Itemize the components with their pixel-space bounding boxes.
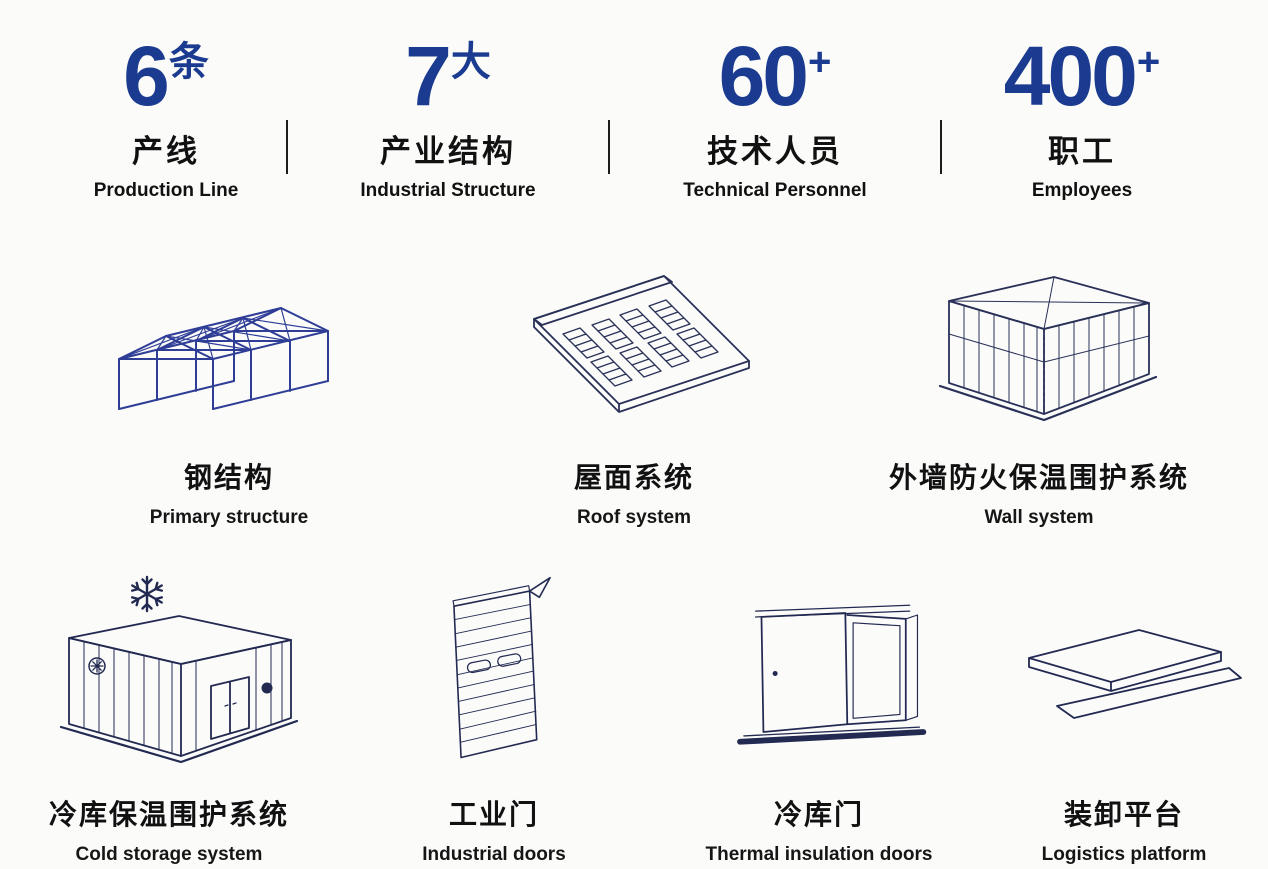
product-label-zh: 工业门 xyxy=(448,798,539,830)
stat-label-zh: 产线 xyxy=(132,133,200,169)
stat-divider xyxy=(286,120,288,174)
product-label-zh: 装卸平台 xyxy=(1063,798,1184,830)
product-steel-structure: 钢结构 Primary structure xyxy=(9,246,449,529)
product-label-en: Thermal insulation doors xyxy=(705,843,933,865)
stat-label-en: Employees xyxy=(1031,179,1133,201)
cold-storage-icon xyxy=(59,575,299,764)
stat-unit: 条 xyxy=(168,40,209,84)
product-label-en: Industrial doors xyxy=(422,843,566,865)
product-loading-platform: 装卸平台 Logistics platform xyxy=(984,563,1264,866)
stat-divider xyxy=(608,120,610,174)
stat-employees: 400 + 职工 Employees xyxy=(942,29,1222,202)
thermal-door-icon xyxy=(737,604,927,745)
product-label-zh: 冷库保温围护系统 xyxy=(48,798,289,830)
wall-system-icon xyxy=(938,276,1158,422)
stat-label-zh: 产业结构 xyxy=(380,133,516,169)
roof-system-icon xyxy=(533,275,750,413)
product-thermal-door: 冷库门 Thermal insulation doors xyxy=(654,563,984,866)
product-label-zh: 冷库门 xyxy=(773,798,864,830)
product-label-en: Wall system xyxy=(984,506,1094,528)
product-row-2: 冷库保温围护系统 Cold storage system 工业门 Industr… xyxy=(0,563,1268,866)
product-industrial-door: 工业门 Industrial doors xyxy=(334,563,654,866)
stat-label-en: Technical Personnel xyxy=(683,179,867,201)
industrial-door-icon xyxy=(452,576,551,759)
stat-divider xyxy=(940,120,942,174)
product-illustration xyxy=(94,246,364,434)
product-illustration xyxy=(405,563,583,771)
stat-value: 60 xyxy=(718,29,809,123)
stat-production-lines: 6 条 产线 Production Line xyxy=(46,29,286,202)
product-roof-system: 屋面系统 Roof system xyxy=(449,246,819,529)
stat-value: 6 xyxy=(123,29,170,123)
product-illustration xyxy=(29,563,309,771)
product-wall-system: 外墙防火保温围护系统 Wall system xyxy=(819,246,1259,529)
product-label-en: Primary structure xyxy=(149,506,309,528)
stat-technical-personnel: 60 + 技术人员 Technical Personnel xyxy=(610,29,940,202)
stat-unit: + xyxy=(1136,40,1161,84)
stat-value: 400 xyxy=(1003,29,1138,123)
stat-number-group: 6 条 xyxy=(123,29,209,123)
product-label-zh: 屋面系统 xyxy=(573,461,694,493)
loading-platform-icon xyxy=(1028,629,1242,719)
product-cold-storage: 冷库保温围护系统 Cold storage system xyxy=(4,563,334,866)
product-label-zh: 钢结构 xyxy=(183,461,274,493)
product-illustration xyxy=(999,563,1249,771)
stat-number-group: 400 + xyxy=(1003,29,1161,123)
product-row-1: 钢结构 Primary structure xyxy=(0,246,1268,529)
stat-label-zh: 职工 xyxy=(1048,133,1116,169)
steel-structure-icon xyxy=(118,306,329,410)
product-illustration xyxy=(499,246,769,434)
stat-industrial-structure: 7 大 产业结构 Industrial Structure xyxy=(288,29,608,202)
stat-unit: + xyxy=(808,40,832,84)
stat-number-group: 7 大 xyxy=(405,29,491,123)
product-label-en: Roof system xyxy=(576,506,692,528)
stat-value: 7 xyxy=(405,29,452,123)
stats-row: 6 条 产线 Production Line 7 大 产业结构 Industri… xyxy=(0,0,1268,202)
product-illustration xyxy=(694,563,944,771)
product-label-zh: 外墙防火保温围护系统 xyxy=(888,461,1189,493)
stat-label-zh: 技术人员 xyxy=(707,133,843,169)
product-label-en: Logistics platform xyxy=(1041,843,1207,865)
stat-label-en: Production Line xyxy=(93,179,239,201)
product-label-en: Cold storage system xyxy=(75,843,263,865)
stat-unit: 大 xyxy=(450,40,491,84)
stat-number-group: 60 + xyxy=(718,29,832,123)
stat-label-en: Industrial Structure xyxy=(360,179,536,201)
product-illustration xyxy=(899,246,1179,434)
